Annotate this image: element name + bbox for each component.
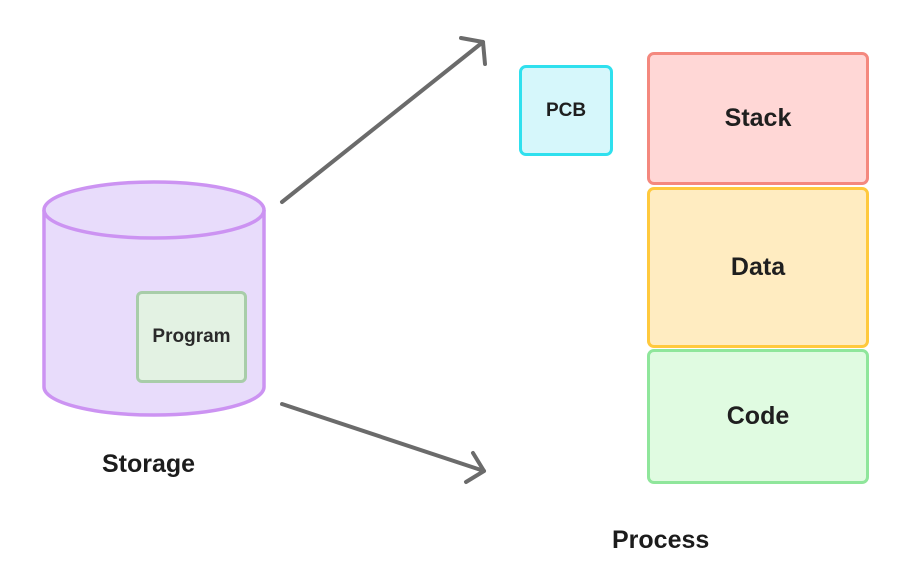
- stack-label: Stack: [724, 104, 792, 132]
- arrow-to-pcb: [280, 36, 487, 204]
- data-segment: Data: [647, 187, 869, 348]
- arrow-to-pcb-shaft: [280, 40, 485, 204]
- program-box: Program: [136, 291, 247, 383]
- storage-label: Storage: [102, 450, 196, 478]
- code-label: Code: [726, 402, 790, 430]
- code-segment: Code: [647, 349, 869, 484]
- arrow-to-pcb-head: [459, 36, 487, 66]
- pcb-box: PCB: [519, 65, 613, 156]
- arrow-to-code-shaft: [280, 402, 486, 473]
- process-label: Process: [612, 526, 710, 554]
- arrow-to-code: [280, 402, 486, 484]
- storage-cylinder-top: [42, 180, 266, 240]
- arrow-to-code-head: [464, 451, 486, 484]
- data-label: Data: [730, 253, 786, 281]
- stack-segment: Stack: [647, 52, 869, 185]
- program-label: Program: [152, 326, 231, 347]
- pcb-label: PCB: [545, 99, 587, 121]
